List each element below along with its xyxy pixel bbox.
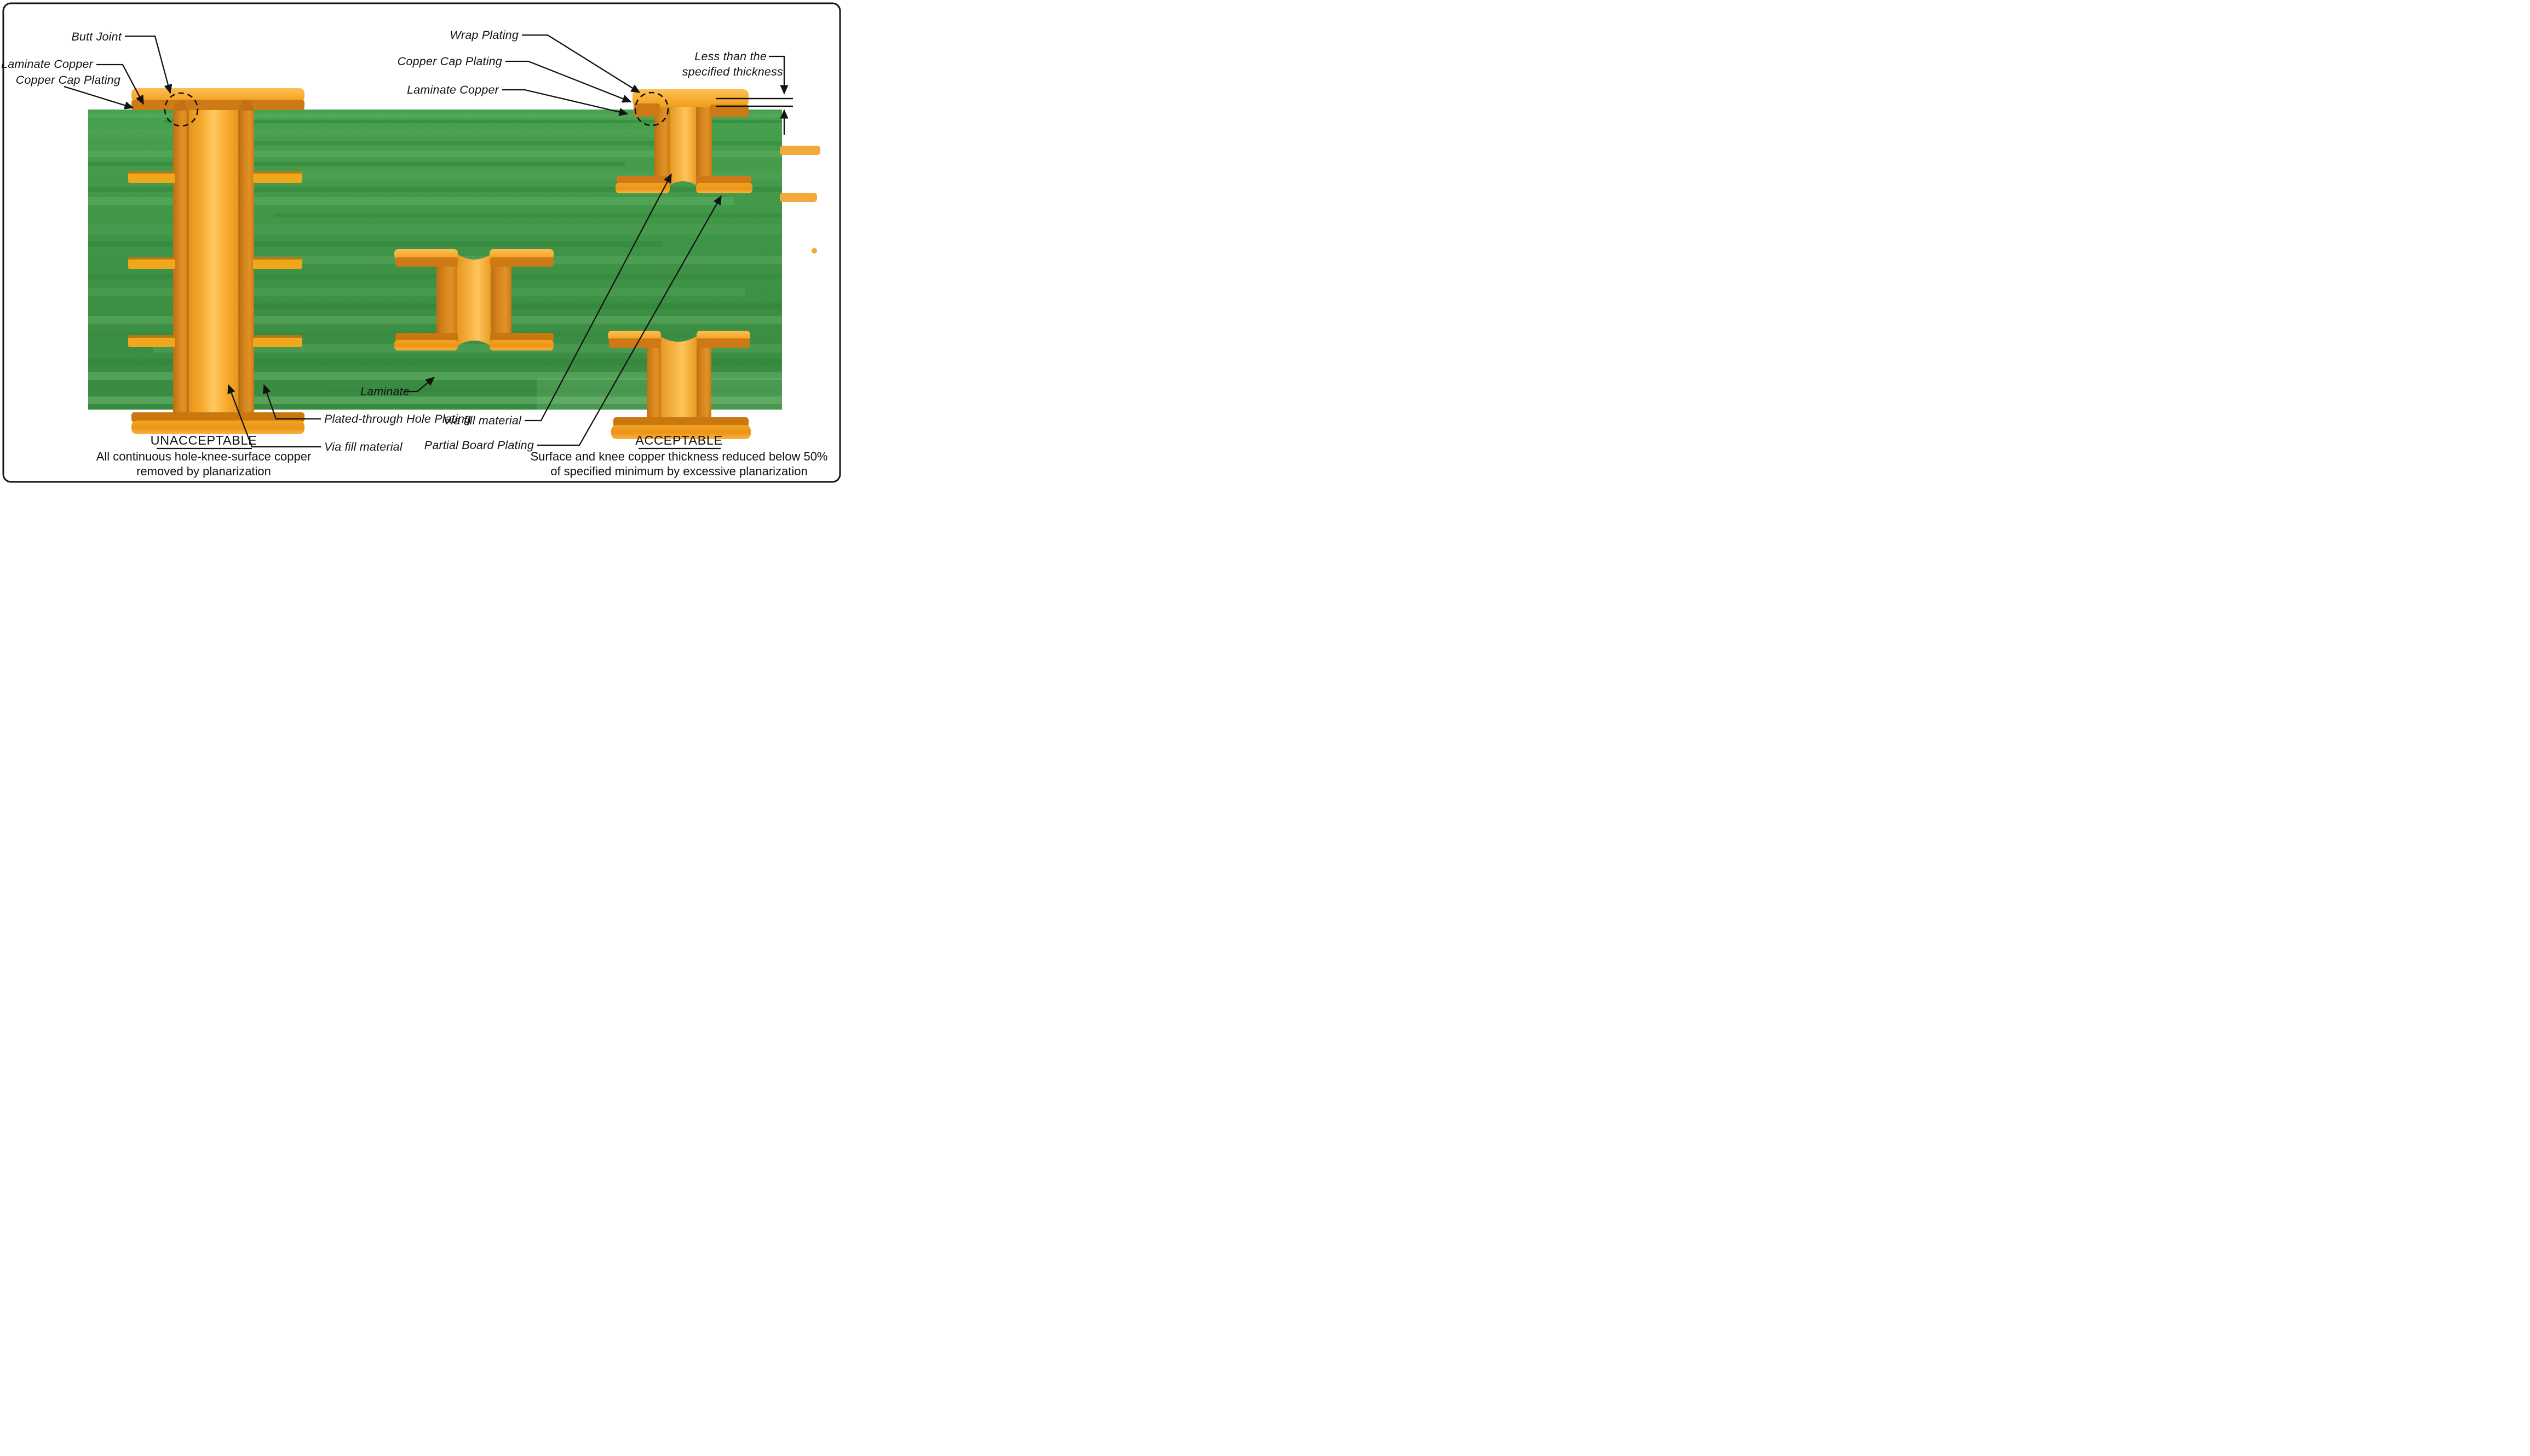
hole-plating-wall-right xyxy=(239,107,254,415)
dimension-callout xyxy=(716,55,793,135)
caption-unacceptable-line2: removed by planarization xyxy=(136,464,271,478)
via-fill xyxy=(670,96,696,185)
leader-copper-cap-plating-left xyxy=(64,85,134,110)
leg-left xyxy=(647,335,661,424)
label-less-than-line1: Less than the xyxy=(694,50,767,63)
leg-left xyxy=(654,96,670,191)
leader-laminate-copper-left xyxy=(96,64,145,105)
bottom-right-blind-via xyxy=(608,331,751,439)
label-via-fill-material-left: Via fill material xyxy=(324,440,403,453)
label-partial-board-plating: Partial Board Plating xyxy=(424,439,534,452)
top-right-blind-via xyxy=(616,89,752,193)
leg-right xyxy=(697,335,711,424)
foot-left-light xyxy=(616,183,670,193)
edge-trace-stub xyxy=(780,146,820,155)
edge-trace-dot xyxy=(812,248,817,254)
arm-top-left-light xyxy=(394,249,458,259)
arm-top-right-light xyxy=(697,331,750,340)
wall-inner-edge xyxy=(187,107,189,414)
caption-acceptable: ACCEPTABLE Surface and knee copper thick… xyxy=(530,433,827,478)
middle-buried-via xyxy=(394,249,554,350)
arm-bottom-left-light xyxy=(394,340,458,350)
arm-top-left-dark xyxy=(395,257,458,267)
wrap-cap-plating xyxy=(633,89,749,107)
leader-via-fill-right xyxy=(525,173,672,422)
leg-right xyxy=(696,96,712,191)
inner-trace-tabs xyxy=(128,171,302,347)
pcb-cross-section-svg: Butt Joint Laminate Copper Copper Cap Pl… xyxy=(1,2,841,483)
bottom-laminate-copper-layer xyxy=(613,417,749,427)
via-fill-column xyxy=(187,92,240,434)
bottom-laminate-copper-layer xyxy=(131,412,304,422)
reduced-knee-highlight-circle xyxy=(634,91,669,126)
diagram-canvas: Butt Joint Laminate Copper Copper Cap Pl… xyxy=(0,0,843,485)
via-fill xyxy=(457,254,491,346)
arm-top-right-dark xyxy=(697,338,750,348)
arm-top-left-dark xyxy=(609,338,661,348)
label-copper-cap-plating-left: Copper Cap Plating xyxy=(16,73,120,87)
dimension-leader-down xyxy=(769,55,789,95)
caption-unacceptable-line1: All continuous hole-knee-surface copper xyxy=(96,450,312,463)
label-less-than-line2: specified thickness xyxy=(682,65,783,78)
leader-partial-board-plating xyxy=(537,195,722,446)
foot-left-dark xyxy=(617,176,670,185)
leader-butt-joint xyxy=(125,35,173,94)
arm-top-right-dark xyxy=(490,257,554,267)
top-cap-plating xyxy=(131,88,304,102)
label-laminate-copper-right: Laminate Copper xyxy=(407,83,499,96)
caption-acceptable-title: ACCEPTABLE xyxy=(635,433,723,447)
label-wrap-plating: Wrap Plating xyxy=(450,28,519,42)
laminate-copper-arm-left xyxy=(634,103,660,117)
leader-plated-through-hole-plating xyxy=(263,384,321,420)
arm-top-left-light xyxy=(608,331,661,340)
caption-unacceptable-title: UNACCEPTABLE xyxy=(151,433,257,447)
hole-plating-wall-left xyxy=(173,107,188,415)
arm-top-right-light xyxy=(490,249,554,259)
label-copper-cap-plating-right: Copper Cap Plating xyxy=(398,55,502,68)
leader-laminate xyxy=(404,377,435,393)
bottom-cap-plating xyxy=(611,425,751,439)
leader-laminate-copper-right xyxy=(502,89,629,116)
caption-acceptable-line1: Surface and knee copper thickness reduce… xyxy=(530,450,827,463)
label-plated-through-hole-plating: Plated-through Hole Plating xyxy=(324,412,471,425)
label-laminate-copper-left: Laminate Copper xyxy=(1,57,94,71)
leader-via-fill-left xyxy=(227,384,321,448)
label-laminate: Laminate xyxy=(360,385,410,398)
label-via-fill-material-right: Via fill material xyxy=(443,414,522,427)
wall-inner-edge xyxy=(238,107,240,414)
via-fill xyxy=(660,336,697,431)
caption-unacceptable: UNACCEPTABLE All continuous hole-knee-su… xyxy=(96,433,312,478)
left-through-via xyxy=(128,88,304,434)
leader-lines xyxy=(64,34,722,448)
foot-right-dark xyxy=(696,176,751,185)
knee-left xyxy=(173,100,188,111)
leader-copper-cap-plating-right xyxy=(505,60,632,103)
flange-bar-right xyxy=(491,251,511,349)
arm-bottom-right-light xyxy=(490,340,554,350)
laminate-copper-arm-right xyxy=(710,105,749,117)
text-labels: Butt Joint Laminate Copper Copper Cap Pl… xyxy=(1,28,783,453)
top-laminate-copper-layer xyxy=(131,100,304,110)
foot-right-light xyxy=(696,183,752,193)
flange-bar-left xyxy=(436,251,457,349)
edge-trace-stub xyxy=(780,193,817,202)
arm-bottom-right-dark xyxy=(490,333,554,342)
bottom-cap-plating xyxy=(131,421,304,434)
butt-joint-highlight-circle xyxy=(164,92,199,127)
leader-wrap-plating xyxy=(522,34,641,93)
label-butt-joint: Butt Joint xyxy=(71,30,122,43)
caption-acceptable-line2: of specified minimum by excessive planar… xyxy=(550,464,808,478)
knee-right xyxy=(239,100,254,111)
arm-bottom-left-dark xyxy=(395,333,458,342)
